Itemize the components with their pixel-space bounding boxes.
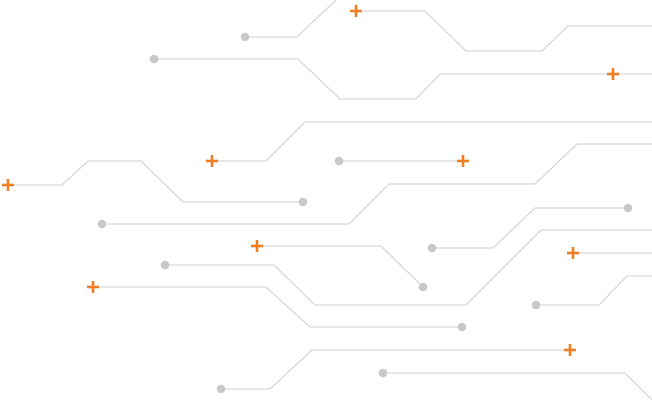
plus-icon bbox=[457, 155, 469, 167]
circuit-trace bbox=[8, 160, 303, 203]
circle-dot-icon bbox=[160, 260, 170, 270]
circle-dot-icon bbox=[298, 197, 308, 207]
circuit-trace bbox=[93, 286, 462, 328]
circuit-trace bbox=[245, 0, 337, 38]
circle-dot-icon bbox=[334, 156, 344, 166]
circuit-trace bbox=[165, 229, 652, 306]
circle-dot-icon bbox=[427, 243, 437, 253]
circle-dot-icon bbox=[623, 203, 633, 213]
circuit-trace bbox=[221, 349, 570, 390]
circuit-trace bbox=[102, 143, 652, 225]
plus-icon bbox=[2, 179, 14, 191]
circle-dot-icon bbox=[216, 384, 226, 394]
circle-dot-icon bbox=[531, 300, 541, 310]
circle-dot-icon bbox=[149, 54, 159, 64]
circle-dot-icon bbox=[378, 368, 388, 378]
plus-icon bbox=[87, 281, 99, 293]
plus-icon bbox=[567, 247, 579, 259]
circuit-trace bbox=[154, 58, 613, 100]
circle-dot-icon bbox=[240, 32, 250, 42]
circle-dot-icon bbox=[418, 282, 428, 292]
circuit-trace bbox=[257, 245, 424, 288]
circuit-trace bbox=[536, 275, 652, 306]
plus-icon bbox=[564, 344, 576, 356]
circle-dot-icon bbox=[457, 322, 467, 332]
plus-icon bbox=[350, 5, 362, 17]
plus-icon bbox=[206, 155, 218, 167]
circuit-trace bbox=[212, 121, 652, 162]
plus-icon bbox=[251, 240, 263, 252]
circuit-trace bbox=[356, 10, 652, 52]
circle-dot-icon bbox=[97, 219, 107, 229]
plus-icon bbox=[607, 68, 619, 80]
circuit-trace bbox=[432, 207, 628, 249]
circuit-trace bbox=[383, 372, 652, 400]
